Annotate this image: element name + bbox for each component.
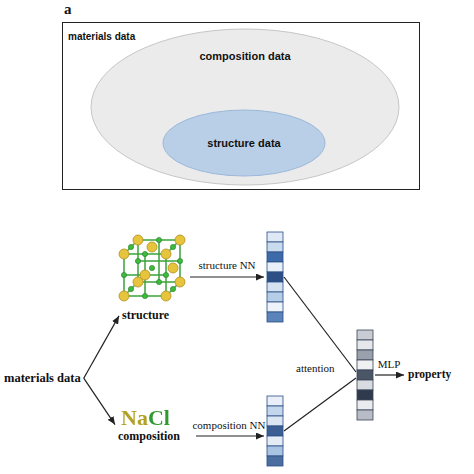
input-name: structure [122,309,169,323]
input-label: materials data [4,371,81,385]
region-title: structure data [207,137,280,150]
input-name: materials data [4,371,81,385]
connector-arrow [84,316,119,378]
structure-ellipse: structure data [162,109,326,177]
input-name: composition [118,430,180,444]
network-label: MLP [378,358,401,370]
flow-arrows [190,277,404,436]
network-label: composition NN [192,419,265,431]
panel-letter: a [64,1,72,18]
connector-arrow [84,378,115,424]
region-title: materials data [68,31,135,43]
cation-spheres [119,235,185,301]
merged-vector [357,330,373,420]
materials-box: structure data composition data materials … [62,22,420,190]
structure-label: structure [122,309,169,323]
composition-label: NaClcomposition [118,405,180,444]
region-title: composition data [199,50,290,63]
operation-label: attention [296,362,335,374]
structure-vector [267,232,283,322]
network-label: structure NN [198,259,255,271]
composition-ellipse: structure data composition data [90,28,400,186]
anion-spheres [121,237,182,298]
composition-vector [267,396,283,466]
formula-text: NaCl [121,405,170,430]
crystal-illustration [124,240,180,296]
output-label: property [408,368,451,381]
